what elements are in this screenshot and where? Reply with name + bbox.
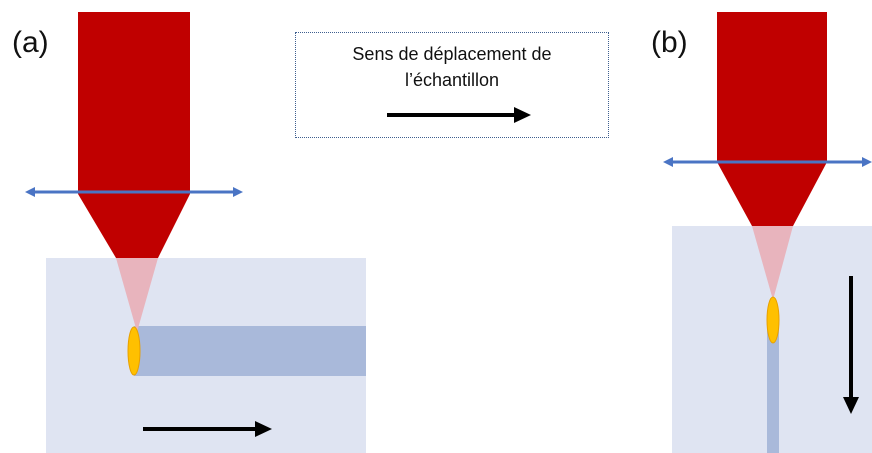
legend-line-2: l’échantillon: [404, 70, 500, 90]
focal-spot-b: [766, 296, 780, 344]
legend-arrow-right-icon: [387, 107, 531, 123]
motion-arrow-a-arrow-right-icon: [143, 421, 272, 437]
laser-head-a: [78, 12, 190, 258]
panel-label-a: (a): [12, 26, 49, 59]
panel-a: [25, 12, 366, 453]
laser-head-b: [717, 12, 827, 226]
focal-spot-a: [127, 326, 141, 376]
written-track-b: [767, 322, 779, 453]
legend-line-1: Sens de déplacement de: [352, 44, 552, 64]
panel-b: [663, 12, 872, 453]
motion-arrow-b-arrow-down-icon: [843, 276, 859, 414]
panel-label-b: (b): [651, 26, 688, 59]
focused-beam-b: [752, 226, 793, 300]
legend-text: Sens de déplacement de l’échantillon: [296, 41, 608, 93]
focused-beam-a: [116, 258, 158, 332]
written-track-a: [134, 326, 366, 376]
legend-box: Sens de déplacement de l’échantillon: [295, 32, 609, 138]
